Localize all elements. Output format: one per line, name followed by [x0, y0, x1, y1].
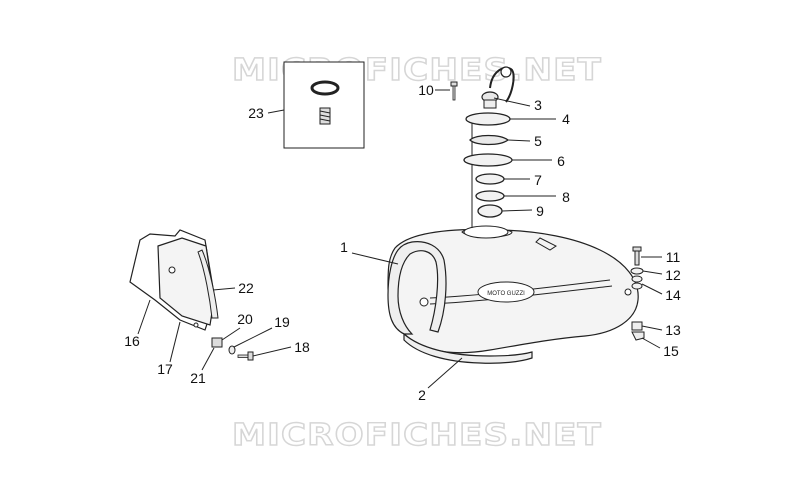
callout-11: 11 — [666, 249, 681, 265]
cap-base-9 — [477, 204, 503, 218]
callout-17: 17 — [157, 361, 173, 377]
screw-10 — [450, 81, 458, 101]
callout-22: 22 — [238, 280, 254, 296]
cap-ring-8 — [475, 190, 505, 202]
leader-line-19 — [233, 327, 273, 348]
leader-line-2 — [427, 357, 463, 389]
leader-line-23 — [267, 109, 285, 114]
leader-lines — [137, 89, 663, 389]
callout-19: 19 — [274, 314, 290, 330]
tank-side-trim — [387, 241, 533, 364]
callout-14: 14 — [665, 287, 681, 303]
leader-line-14 — [641, 283, 663, 295]
tank-emblem-text: MOTO GUZZI — [487, 291, 525, 297]
leader-line-18 — [252, 346, 292, 357]
callout-15: 15 — [663, 343, 679, 359]
callout-1: 1 — [340, 239, 348, 255]
leader-line-16 — [137, 299, 151, 335]
callout-13: 13 — [665, 322, 681, 338]
callout-9: 9 — [536, 203, 544, 219]
callout-5: 5 — [534, 133, 542, 149]
leader-line-1 — [351, 252, 399, 265]
leader-line-9 — [501, 209, 533, 212]
watermark-bottom: MICROFICHES.NET — [232, 418, 602, 453]
callout-20: 20 — [237, 311, 253, 327]
leader-line-20 — [221, 327, 241, 341]
spacer-20 — [211, 337, 223, 348]
callout-3: 3 — [534, 97, 542, 113]
callout-21: 21 — [190, 370, 206, 386]
fuel-tank: MOTO GUZZI — [387, 225, 639, 354]
leader-line-22 — [212, 287, 236, 291]
inset-kit-box — [283, 61, 365, 149]
cap-gasket-7 — [475, 173, 505, 185]
callout-6: 6 — [557, 153, 565, 169]
callout-18: 18 — [294, 339, 310, 355]
leader-line-12 — [642, 270, 663, 275]
leader-line-17 — [169, 321, 181, 363]
cap-flange-6 — [463, 153, 513, 167]
callout-12: 12 — [665, 267, 681, 283]
callout-7: 7 — [534, 172, 542, 188]
bolt-18 — [237, 351, 254, 361]
spring-part — [319, 107, 331, 125]
leader-line-5 — [507, 139, 531, 142]
tank-emblem — [477, 281, 535, 303]
callout-16: 16 — [124, 333, 140, 349]
side-cover-assembly — [129, 229, 254, 361]
leader-line-3 — [493, 97, 531, 107]
filler-neck — [463, 225, 509, 239]
cap-seal-4 — [465, 112, 511, 126]
cap-key — [489, 66, 515, 103]
leader-line-15 — [641, 337, 661, 349]
callout-4: 4 — [562, 111, 570, 127]
callout-2: 2 — [418, 387, 426, 403]
cap-ring-5 — [469, 134, 510, 146]
leader-line-13 — [641, 325, 663, 331]
o-ring-part — [310, 80, 340, 96]
callout-8: 8 — [562, 189, 570, 205]
fuel-cap-assembly — [463, 66, 515, 228]
washer-19 — [228, 345, 236, 355]
callout-23: 23 — [248, 105, 264, 121]
right-fasteners — [630, 246, 645, 341]
callout-10: 10 — [418, 82, 434, 98]
leader-line-21 — [201, 347, 215, 371]
